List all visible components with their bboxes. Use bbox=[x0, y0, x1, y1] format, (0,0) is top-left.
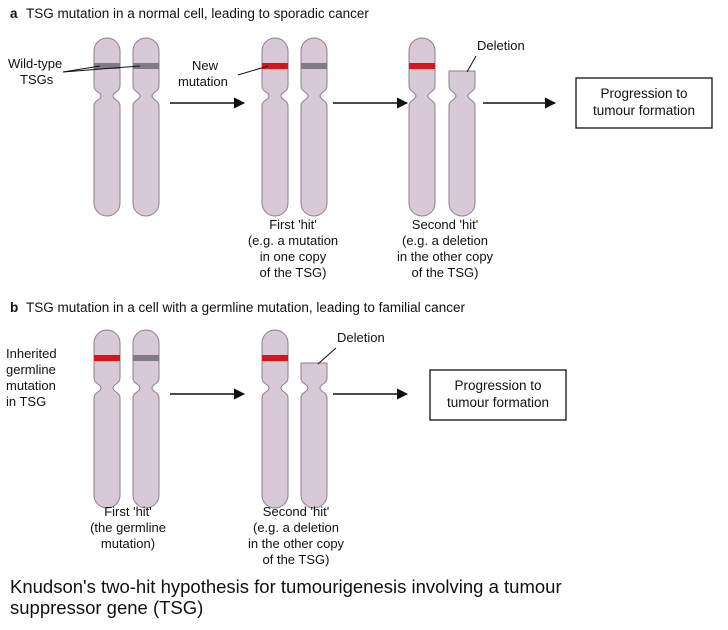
wildtype-tsg-band bbox=[301, 63, 327, 69]
mutant-tsg-band bbox=[94, 355, 120, 361]
deletion-label-b: Deletion bbox=[317, 330, 385, 365]
two-hit-diagram: a TSG mutation in a normal cell, leading… bbox=[6, 6, 713, 567]
chromosome-body bbox=[408, 37, 436, 217]
wildtype-label: Wild-type TSGs bbox=[8, 56, 141, 87]
leader-line bbox=[237, 65, 269, 76]
hit-caption-line: Second 'hit' bbox=[412, 217, 478, 232]
chromosome-a2-left bbox=[261, 37, 289, 217]
hit-caption-line: of the TSG) bbox=[412, 265, 479, 280]
hit-caption-line: First 'hit' bbox=[269, 217, 317, 232]
first-hit-caption-b: First 'hit' (the germline mutation) bbox=[90, 504, 166, 551]
progression-box-a: Progression to tumour formation bbox=[575, 77, 713, 129]
mutant-tsg-band bbox=[262, 63, 288, 69]
leader-line bbox=[62, 65, 141, 73]
hit-caption-line: of the TSG) bbox=[263, 552, 330, 567]
caption-line: Knudson's two-hit hypothesis for tumouri… bbox=[10, 576, 562, 597]
progression-text: Progression to bbox=[454, 378, 541, 393]
hit-caption-line: in the other copy bbox=[397, 249, 494, 264]
hit-caption-line: (e.g. a deletion bbox=[253, 520, 339, 535]
chromosome-body bbox=[93, 37, 121, 217]
wildtype-tsg-band bbox=[133, 63, 159, 69]
inherited-label-line: mutation bbox=[6, 378, 56, 393]
first-hit-caption-a: First 'hit' (e.g. a mutation in one copy… bbox=[248, 217, 338, 280]
chromosome-a3-left bbox=[408, 37, 436, 217]
inherited-mutation-label: Inherited germline mutation in TSG bbox=[6, 346, 57, 409]
leader-line bbox=[466, 55, 477, 73]
hit-caption-line: (e.g. a mutation bbox=[248, 233, 338, 248]
panel-b-letter: b bbox=[10, 300, 18, 315]
progression-box-b: Progression to tumour formation bbox=[429, 369, 567, 421]
chromosome-body bbox=[132, 329, 160, 509]
wildtype-tsg-band bbox=[94, 63, 120, 69]
panel-a-title: TSG mutation in a normal cell, leading t… bbox=[26, 6, 369, 21]
progression-text: tumour formation bbox=[593, 103, 695, 118]
new-mutation-label: New mutation bbox=[178, 58, 269, 89]
progression-text: tumour formation bbox=[447, 395, 549, 410]
chromosome-b1-right bbox=[132, 329, 160, 509]
chromosome-body bbox=[300, 362, 328, 509]
chromosome-body bbox=[261, 37, 289, 217]
leader-line bbox=[62, 65, 101, 73]
chromosome-a3-right-deleted bbox=[448, 70, 476, 217]
hit-caption-line: (e.g. a deletion bbox=[402, 233, 488, 248]
chromosome-a2-right bbox=[300, 37, 328, 217]
deletion-label: Deletion bbox=[337, 330, 385, 345]
deletion-label: Deletion bbox=[477, 38, 525, 53]
second-hit-caption-a: Second 'hit' (e.g. a deletion in the oth… bbox=[397, 217, 494, 280]
wildtype-tsg-band bbox=[133, 355, 159, 361]
new-mutation-label-line: New bbox=[192, 58, 219, 73]
inherited-label-line: Inherited bbox=[6, 346, 57, 361]
hit-caption-line: (the germline bbox=[90, 520, 166, 535]
progression-text: Progression to bbox=[600, 86, 687, 101]
hit-caption-line: of the TSG) bbox=[260, 265, 327, 280]
new-mutation-label-line: mutation bbox=[178, 74, 228, 89]
deletion-label-a: Deletion bbox=[466, 38, 525, 73]
leader-line bbox=[317, 347, 337, 365]
inherited-label-line: in TSG bbox=[6, 394, 46, 409]
chromosome-body bbox=[261, 329, 289, 509]
chromosome-b2-left bbox=[261, 329, 289, 509]
hit-caption-line: mutation) bbox=[101, 536, 155, 551]
chromosome-body bbox=[93, 329, 121, 509]
second-hit-caption-b: Second 'hit' (e.g. a deletion in the oth… bbox=[248, 504, 345, 567]
panel-b-title: TSG mutation in a cell with a germline m… bbox=[26, 300, 465, 315]
chromosome-body bbox=[448, 70, 476, 217]
hit-caption-line: in the other copy bbox=[248, 536, 345, 551]
mutant-tsg-band bbox=[409, 63, 435, 69]
chromosome-b1-left bbox=[93, 329, 121, 509]
chromosome-body bbox=[132, 37, 160, 217]
hit-caption-line: Second 'hit' bbox=[263, 504, 329, 519]
chromosome-a1-right bbox=[132, 37, 160, 217]
wildtype-label-line: TSGs bbox=[20, 72, 54, 87]
chromosome-b2-right-deleted bbox=[300, 362, 328, 509]
wildtype-label-line: Wild-type bbox=[8, 56, 62, 71]
hit-caption-line: First 'hit' bbox=[104, 504, 152, 519]
inherited-label-line: germline bbox=[6, 362, 56, 377]
caption-line: suppressor gene (TSG) bbox=[10, 597, 204, 618]
hit-caption-line: in one copy bbox=[260, 249, 327, 264]
mutant-tsg-band bbox=[262, 355, 288, 361]
figure-caption: Knudson's two-hit hypothesis for tumouri… bbox=[10, 576, 710, 618]
chromosome-body bbox=[300, 37, 328, 217]
chromosome-a1-left bbox=[93, 37, 121, 217]
panel-a-letter: a bbox=[10, 6, 18, 21]
